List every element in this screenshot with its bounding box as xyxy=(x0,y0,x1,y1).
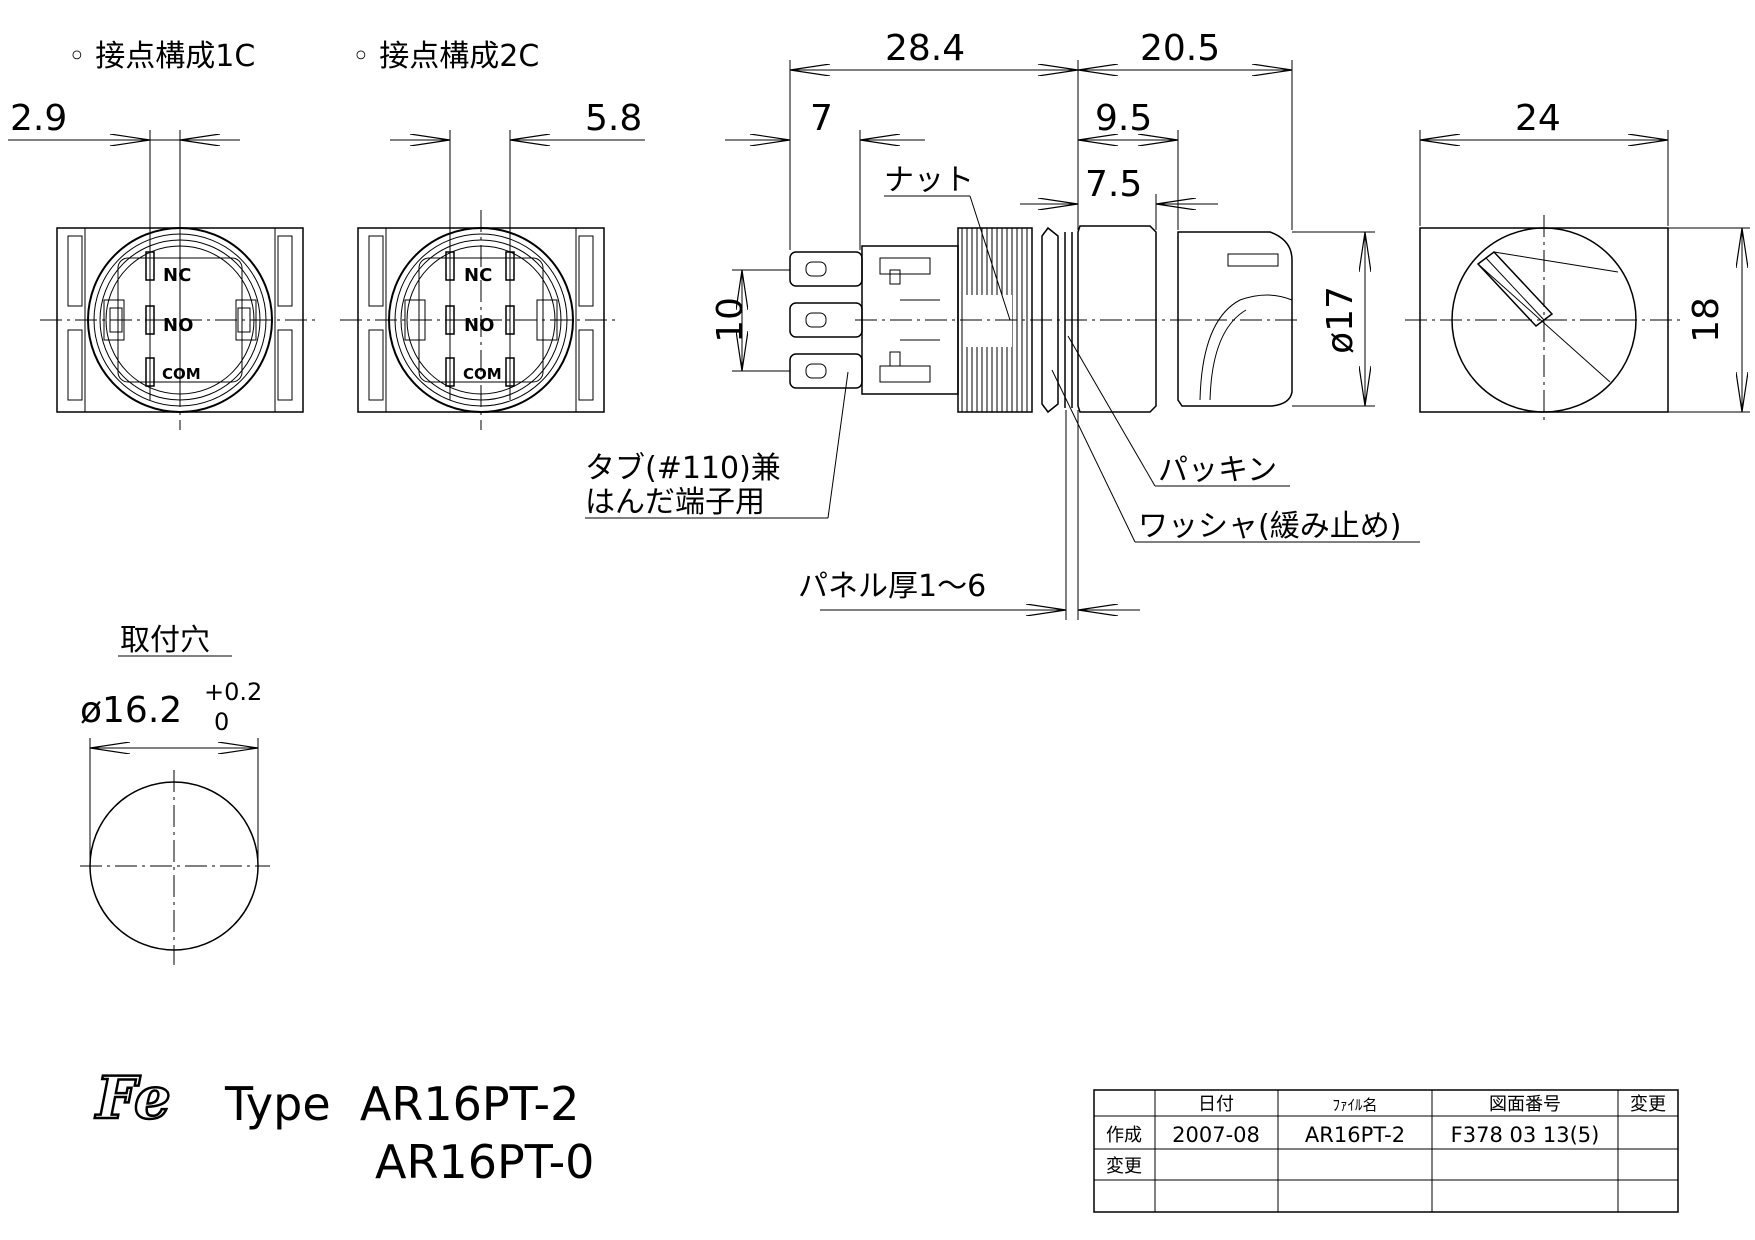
label-panel-thickness: パネル厚1～6 xyxy=(798,569,986,604)
label-packing: パッキン xyxy=(1158,453,1277,488)
contact-2c-title: ◦ 接点構成2C xyxy=(352,39,539,74)
tb-row1-drawing-no: F378 03 13(5) xyxy=(1451,1123,1600,1147)
dim-20-5: 20.5 xyxy=(1140,28,1220,69)
hole-tol-upper: +0.2 xyxy=(204,678,262,706)
title-block: 日付 ﾌｧｲﾙ名 図面番号 変更 作成 2007-08 AR16PT-2 F37… xyxy=(1093,1089,1679,1213)
tb-row1-label: 作成 xyxy=(1106,1125,1142,1146)
tb-row1-date: 2007-08 xyxy=(1172,1123,1260,1147)
contact-1c-title: ◦ 接点構成1C xyxy=(68,39,255,74)
dim-offset-2c: 5.8 xyxy=(585,98,642,139)
side-view: 28.4 20.5 7 9.5 7.5 10 xyxy=(585,28,1420,620)
dim-28-4: 28.4 xyxy=(885,28,965,69)
model-block: Fe Type AR16PT-2 AR16PT-0 xyxy=(93,1063,595,1189)
type-line-1: Type AR16PT-2 xyxy=(224,1077,579,1131)
dim-7-5: 7.5 xyxy=(1085,164,1142,205)
dim-offset-1c: 2.9 xyxy=(10,98,67,139)
label-tab-line1: タブ(#110)兼 xyxy=(585,451,781,486)
tb-header-change: 変更 xyxy=(1630,1094,1666,1115)
tb-header-file: ﾌｧｲﾙ名 xyxy=(1332,1096,1377,1114)
type-line-2: AR16PT-0 xyxy=(375,1135,594,1189)
tb-header-date: 日付 xyxy=(1198,1094,1234,1115)
hole-tol-lower: 0 xyxy=(214,708,229,736)
front-view: 24 18 xyxy=(1405,98,1750,425)
mounting-hole-title: 取付穴 xyxy=(120,623,210,658)
tb-row2-label: 変更 xyxy=(1106,1156,1142,1177)
terminal-nc-1c: NC xyxy=(163,265,191,286)
dim-height-18: 18 xyxy=(1686,297,1727,343)
terminal-com-1c: COM xyxy=(162,365,201,383)
hole-diameter: ø16.2 xyxy=(80,690,182,731)
label-nut: ナット xyxy=(884,163,974,198)
label-tab-line2: はんだ端子用 xyxy=(585,485,765,520)
brand-logo: Fe xyxy=(94,1064,171,1132)
tb-header-drawing-no: 図面番号 xyxy=(1489,1094,1561,1115)
tb-row1-file: AR16PT-2 xyxy=(1305,1123,1405,1147)
contact-1c-view: ◦ 接点構成1C 2.9 NC NO COM xyxy=(8,39,320,430)
dim-9-5: 9.5 xyxy=(1095,98,1152,139)
contact-2c-view: ◦ 接点構成2C 5.8 NC NO COM xyxy=(340,39,645,430)
terminal-no-2c: NO xyxy=(464,315,494,336)
terminal-no-1c: NO xyxy=(163,315,193,336)
mounting-hole-view: 取付穴 ø16.2 +0.2 0 xyxy=(80,623,270,965)
dim-7: 7 xyxy=(810,98,833,139)
terminal-nc-2c: NC xyxy=(464,265,492,286)
dim-width-24: 24 xyxy=(1515,98,1561,139)
dim-10: 10 xyxy=(710,297,751,343)
terminal-com-2c: COM xyxy=(463,365,502,383)
label-washer: ワッシャ(緩み止め) xyxy=(1138,509,1401,544)
dim-dia-17: ø17 xyxy=(1320,286,1361,354)
